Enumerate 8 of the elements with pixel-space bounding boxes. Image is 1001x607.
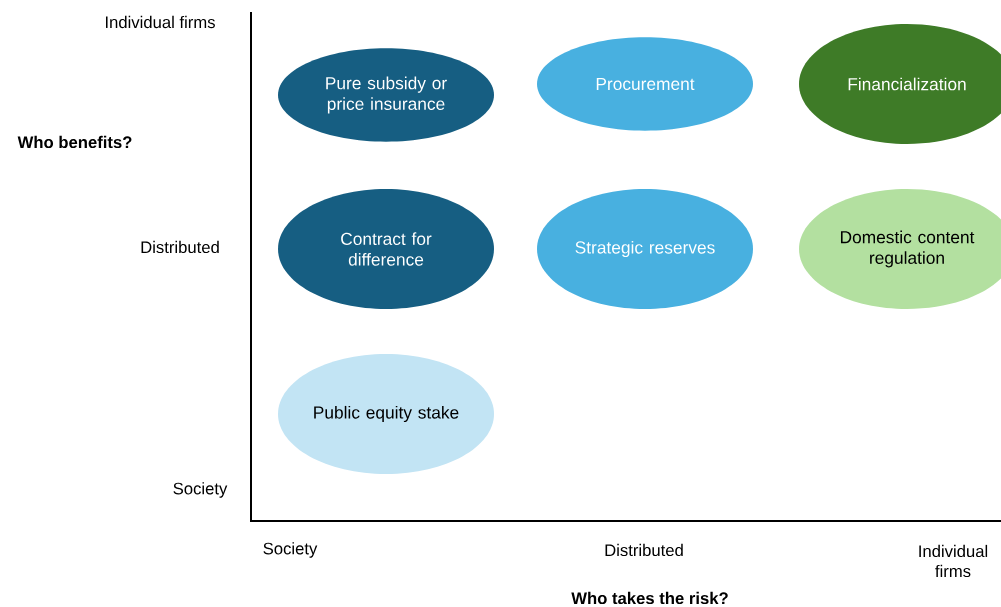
axis-label: Individual firms: [919, 544, 988, 578]
axis-label: Society: [263, 542, 318, 558]
axis-label: Distributed: [141, 240, 219, 254]
axis-label: Who benefits?: [17, 135, 132, 149]
axis-label: Individual firms: [106, 15, 215, 29]
axis-label: Distributed: [605, 543, 683, 557]
axis-label: Society: [173, 482, 228, 498]
axis-label: Who takes the risk?: [571, 591, 728, 605]
